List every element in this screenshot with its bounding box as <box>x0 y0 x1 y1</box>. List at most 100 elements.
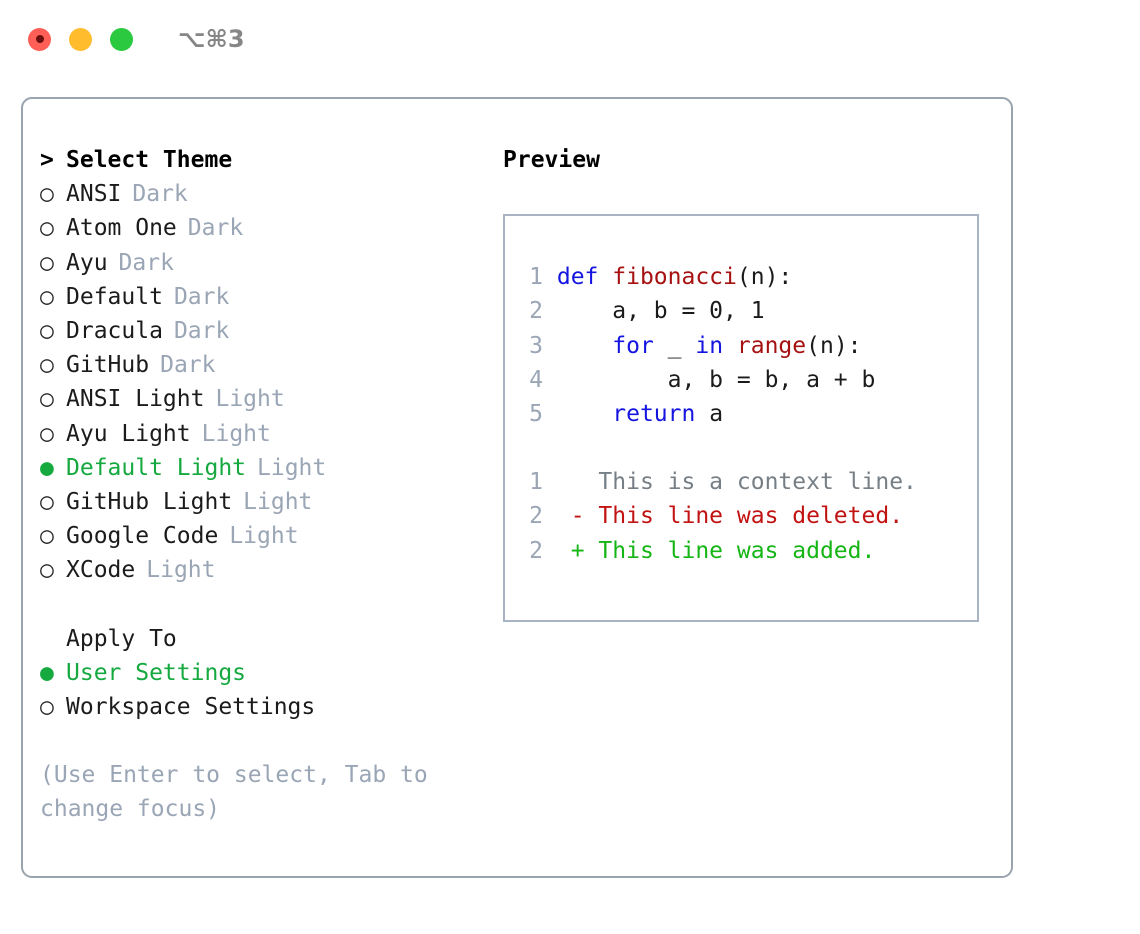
code-token-pl: a, b = b, a + b <box>556 366 876 393</box>
theme-list-item[interactable]: ○ GitHub Dark <box>40 348 490 382</box>
code-token-pl: a <box>695 401 724 428</box>
apply-to-label: Workspace Settings <box>66 694 316 721</box>
diff-line-added: 2 + This line was added. <box>521 534 917 568</box>
radio-unselected-icon: ○ <box>40 386 54 413</box>
radio-unselected-icon: ○ <box>40 181 54 208</box>
apply-to-header-label: Apply To <box>66 625 177 652</box>
diff-text: This line was added. <box>584 537 876 564</box>
code-token-pl: (n): <box>806 332 862 359</box>
diff-marker: + <box>570 537 585 564</box>
diff-sample: 1 This is a context line.2 - This line w… <box>521 465 917 568</box>
theme-name-label: Dracula <box>66 318 163 345</box>
code-gutter-space <box>543 333 557 359</box>
line-number: 3 <box>529 332 543 359</box>
radio-unselected-icon: ○ <box>40 489 54 516</box>
theme-name-label: GitHub Light <box>66 489 233 516</box>
theme-variant-tag: Dark <box>160 352 216 379</box>
section-spacer <box>40 588 490 622</box>
theme-name-label: Ayu Light <box>66 420 191 447</box>
diff-line-deleted: 2 - This line was deleted. <box>521 499 917 533</box>
diff-gutter-space <box>543 503 571 529</box>
theme-list-item[interactable]: ○ Ayu Light Light <box>40 417 490 451</box>
code-token-kw: in <box>695 332 737 359</box>
apply-to-item[interactable]: ● User Settings <box>40 656 490 690</box>
radio-unselected-icon: ○ <box>40 694 54 721</box>
theme-variant-tag: Dark <box>173 283 230 310</box>
theme-variant-tag: Light <box>201 420 271 447</box>
maximize-button[interactable] <box>110 27 133 51</box>
select-theme-header: > Select Theme <box>40 143 490 177</box>
minimize-button[interactable] <box>69 27 92 51</box>
theme-variant-tag: Light <box>215 386 285 413</box>
diff-marker: - <box>570 503 585 530</box>
preview-panel: Preview 1 def fibonacci(n):2 a, b = 0, 1… <box>503 143 1003 623</box>
diff-text: This line was deleted. <box>584 503 904 530</box>
apply-to-label: User Settings <box>66 659 247 686</box>
code-line: 2 a, b = 0, 1 <box>521 294 875 328</box>
diff-line-context: 1 This is a context line. <box>521 465 917 499</box>
theme-variant-tag: Dark <box>118 249 174 276</box>
close-button[interactable] <box>28 27 51 51</box>
theme-name-label: ANSI <box>66 181 122 208</box>
theme-variant-tag: Light <box>229 523 299 550</box>
theme-name-label: XCode <box>66 557 136 584</box>
diff-line-number: 2 <box>529 537 543 564</box>
radio-unselected-icon: ○ <box>40 215 54 242</box>
theme-list-item[interactable]: ○ Default Dark <box>40 280 490 314</box>
code-gutter-space <box>543 264 557 290</box>
preview-title: Preview <box>503 147 600 173</box>
code-gutter-space <box>543 401 557 427</box>
prompt-caret-icon: > <box>40 147 54 173</box>
keyboard-hint-text: (Use Enter to select, Tab to change focu… <box>40 762 442 823</box>
code-token-pl: (n): <box>736 264 793 291</box>
code-gutter-space <box>543 298 557 324</box>
diff-gutter-space <box>543 538 571 564</box>
radio-unselected-icon: ○ <box>40 557 54 584</box>
theme-name-label: Default <box>66 283 163 310</box>
code-token-kw: return <box>612 401 696 428</box>
theme-name-label: Google Code <box>66 523 219 550</box>
theme-name-label: Atom One <box>66 215 177 242</box>
diff-marker <box>571 469 585 495</box>
radio-selected-icon: ● <box>40 454 54 481</box>
code-token-kw: def <box>556 264 613 291</box>
window-controls <box>28 27 133 51</box>
theme-variant-tag: Light <box>257 454 327 481</box>
theme-list-item[interactable]: ○ ANSI Dark <box>40 177 490 211</box>
apply-to-item[interactable]: ○ Workspace Settings <box>40 690 490 724</box>
code-token-pl <box>557 401 612 427</box>
select-theme-header-label: Select Theme <box>66 147 233 173</box>
code-line: 3 for _ in range(n): <box>521 329 875 363</box>
code-token-fn: fibonacci <box>612 264 737 291</box>
theme-variant-tag: Light <box>146 557 216 584</box>
code-gutter-space <box>543 367 557 393</box>
theme-name-label: ANSI Light <box>66 386 205 413</box>
code-line: 4 a, b = b, a + b <box>521 363 875 397</box>
diff-gutter-space <box>543 469 571 495</box>
radio-unselected-icon: ○ <box>40 352 54 379</box>
apply-to-list: ● User Settings ○ Workspace Settings <box>40 656 490 724</box>
radio-selected-icon: ● <box>40 659 54 686</box>
theme-variant-tag: Dark <box>132 181 188 208</box>
apply-to-header: ○Apply To <box>40 622 490 656</box>
theme-list-item[interactable]: ○ ANSI Light Light <box>40 382 490 416</box>
theme-name-label: GitHub <box>66 352 150 379</box>
keyboard-shortcut-label: ⌥⌘3 <box>178 25 245 53</box>
diff-text: This is a context line. <box>584 469 917 496</box>
radio-unselected-icon: ○ <box>40 283 54 310</box>
theme-name-label: Ayu <box>66 249 108 276</box>
line-number: 2 <box>529 298 543 325</box>
radio-unselected-icon: ○ <box>40 420 54 447</box>
code-line: 1 def fibonacci(n): <box>521 260 875 294</box>
theme-list-item[interactable]: ○ XCode Light <box>40 553 490 587</box>
code-token-fn: range <box>736 332 807 359</box>
